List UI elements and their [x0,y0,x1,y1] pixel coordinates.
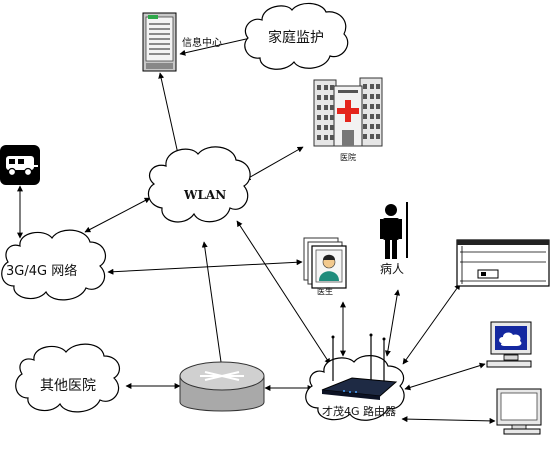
connections [17,35,496,424]
link-wlan-switch [201,241,225,370]
link-server-home [179,35,256,56]
label-info-center: 信息中心 [182,36,222,49]
label-patient: 病人 [380,261,404,276]
hospital-building-icon [313,77,383,147]
network-switch-icon [179,361,265,412]
computer-icon [496,388,542,435]
link-pc2-router [401,416,496,424]
link-patient-router [384,289,401,357]
server-icon [142,12,177,72]
label-home-monitor: 家庭监护 [268,29,324,46]
label-wlan: WLAN [183,188,226,202]
link-wlan-router [236,220,331,365]
doctor-card-icon [303,237,347,289]
link-monitor-router [402,283,461,365]
medical-monitor-icon [456,239,550,287]
link-wlan-3g [84,197,151,233]
label-router: 才茂4G 路由器 [322,404,396,418]
link-server-wlan [158,72,182,164]
cloud-wlan [147,146,251,223]
computer-icon [486,321,532,368]
label-other-hospital: 其他医院 [40,378,96,394]
link-pc1-router [404,362,486,391]
label-doctor: 医生 [317,286,333,296]
ambulance-icon [0,145,40,185]
cloud-other-hospital [15,343,121,413]
label-hospital: 医院 [340,152,356,162]
label-3g4g-network: 3G/4G 网络 [6,263,77,279]
link-hospital-wlan [244,146,304,181]
link-3g-doctor [107,259,303,275]
router-icon [321,333,398,400]
cloud-home-monitor [244,2,349,70]
cloud-3g4g-network [1,229,107,301]
person-icon [380,202,408,259]
